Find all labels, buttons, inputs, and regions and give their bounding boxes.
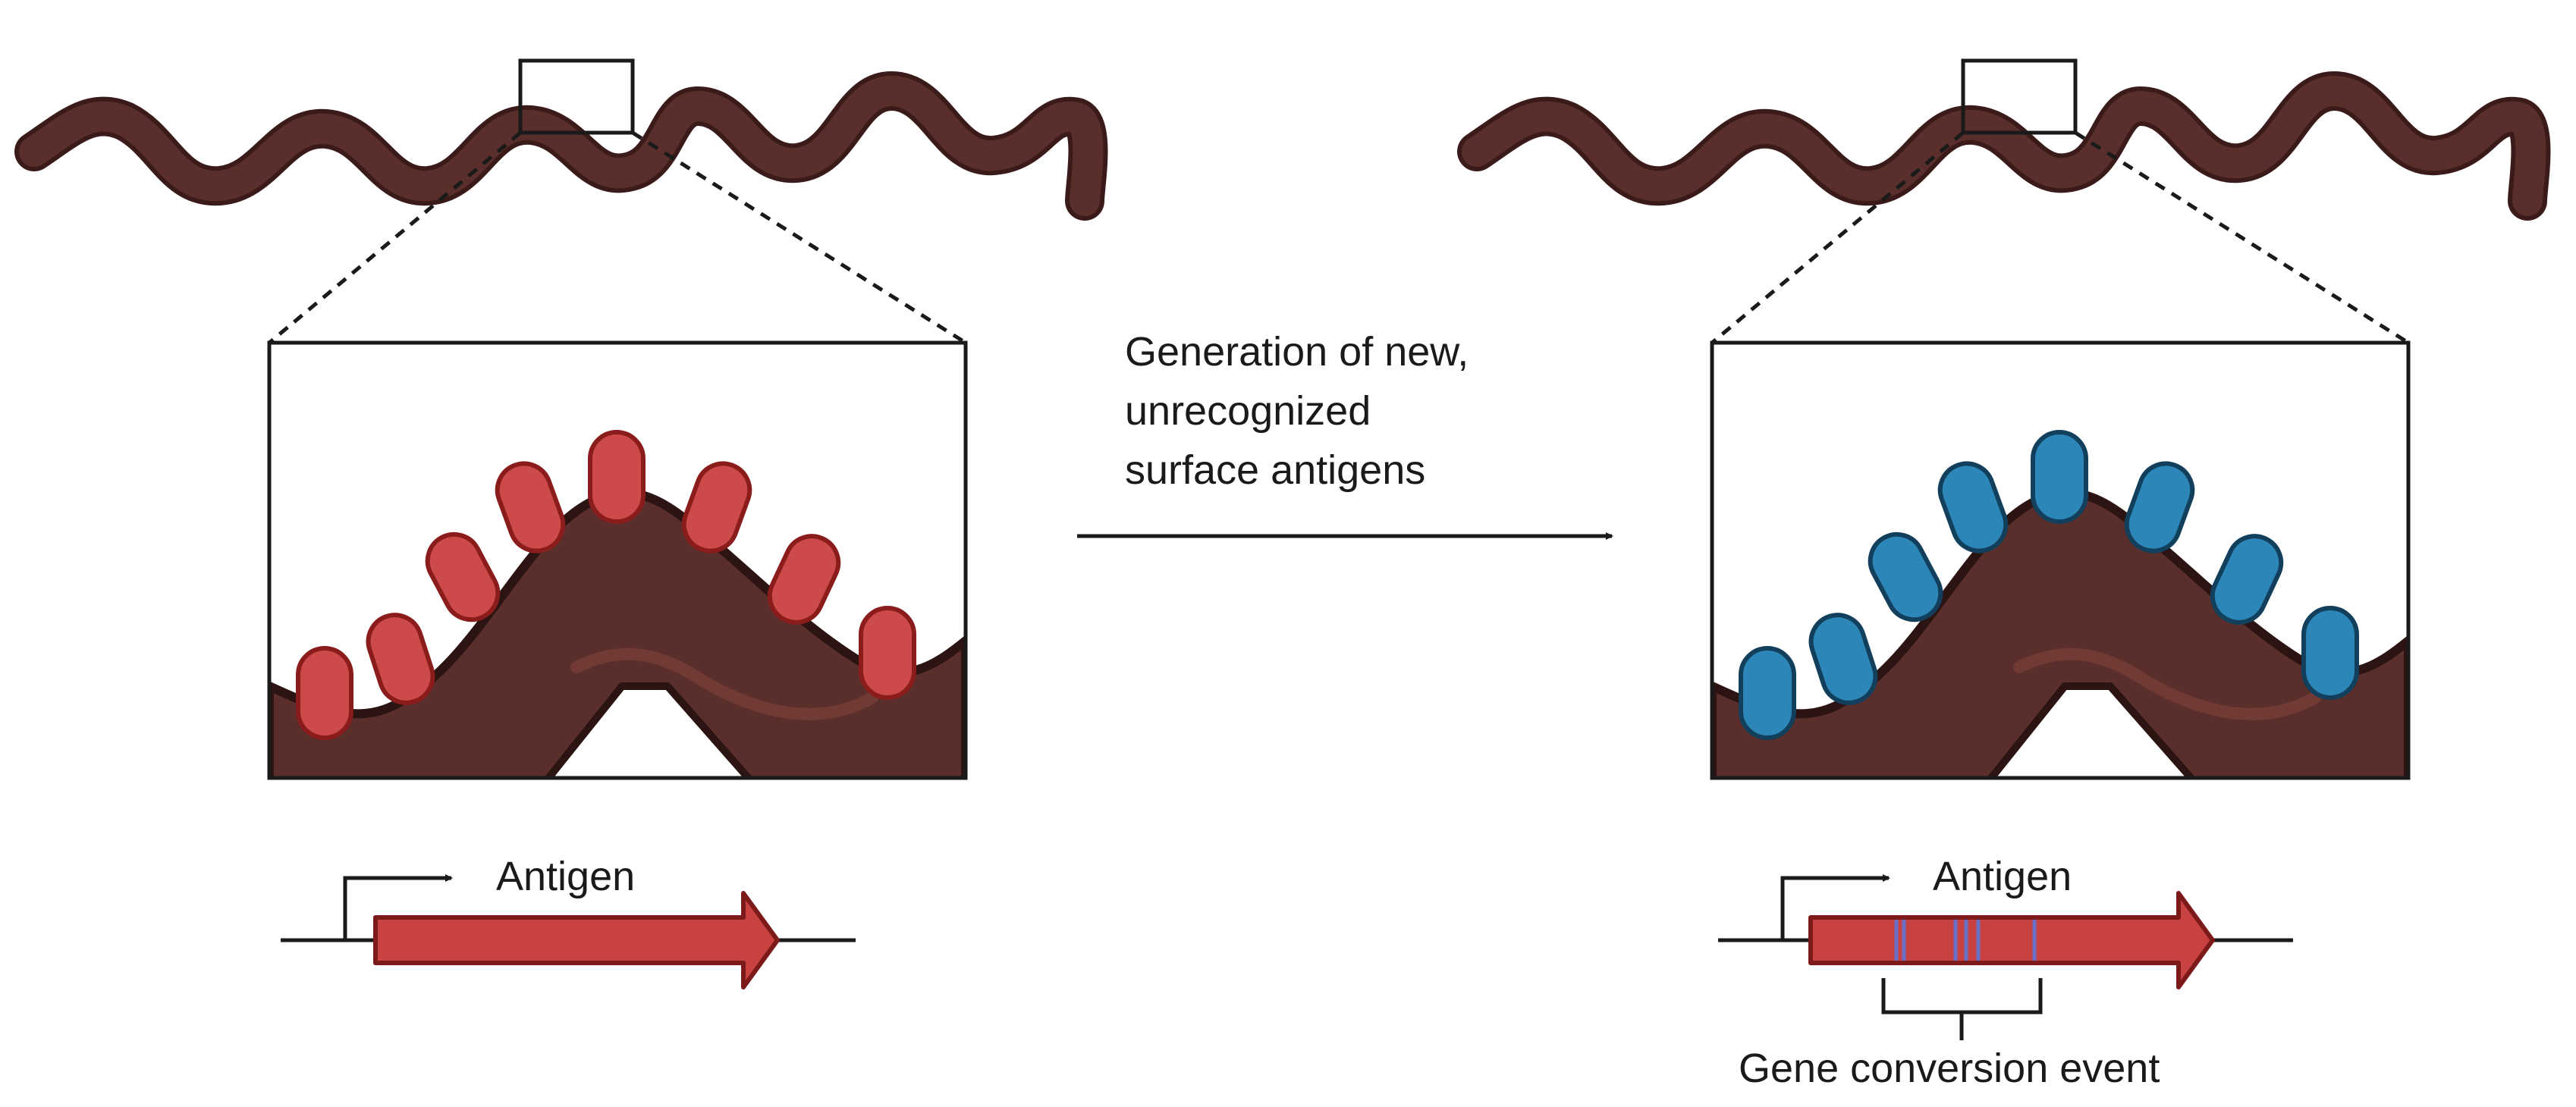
- left-antigens: [296, 430, 916, 740]
- right-antigen: [2031, 430, 2088, 524]
- left-zoom-line-left: [268, 131, 522, 344]
- right-promoter-arrow: [1780, 874, 1890, 940]
- right-zoom-inner-wave: [1986, 682, 2197, 778]
- gene-conversion-label: Gene conversion event: [1739, 1046, 2160, 1091]
- left-zoom-frame: [267, 340, 968, 780]
- transition-caption: Generation of new, unrecognized surface …: [1125, 322, 1469, 500]
- left-antigen: [588, 430, 646, 524]
- left-antigen: [767, 534, 841, 625]
- right-antigen: [1868, 532, 1943, 622]
- right-spirochete-body: [1462, 76, 2546, 216]
- left-zoom-inner-wave: [543, 682, 754, 778]
- right-antigen: [2301, 606, 2359, 700]
- right-antigens: [1739, 430, 2359, 740]
- left-zoom-box: [267, 340, 968, 780]
- right-antigen: [1808, 613, 1878, 705]
- left-antigen: [495, 461, 566, 554]
- right-zoom-line-left: [1711, 131, 1965, 344]
- caption-line-3: surface antigens: [1125, 447, 1426, 493]
- caption-line-1: Generation of new,: [1125, 329, 1469, 375]
- gene-conversion-marks: [1894, 920, 2037, 961]
- left-promoter-arrow: [343, 874, 453, 940]
- left-antigen: [366, 613, 435, 705]
- left-gene-arrow: [373, 891, 780, 989]
- right-antigen: [1937, 461, 2009, 554]
- right-antigen: [2124, 461, 2195, 554]
- left-antigen: [425, 532, 501, 622]
- left-zoom-line-right: [631, 130, 967, 345]
- right-gene-label: Antigen: [1933, 854, 2072, 899]
- right-panel: [1457, 58, 2551, 1040]
- left-spirochete: [14, 71, 1108, 221]
- left-selection-box: [518, 58, 635, 135]
- right-zoom-box: [1710, 340, 2411, 780]
- right-antigen: [2210, 534, 2284, 625]
- left-antigen: [681, 461, 752, 554]
- caption-line-2: unrecognized: [1125, 388, 1371, 434]
- left-antigen: [296, 646, 353, 740]
- left-gene-label: Antigen: [496, 854, 636, 899]
- right-gene-arrow: [1808, 891, 2215, 989]
- left-zoom-membrane-highlight: [570, 648, 878, 720]
- gene-conversion-bracket: [1881, 978, 2043, 1040]
- left-gene-diagram: [281, 874, 856, 989]
- right-zoom-membrane-highlight: [2013, 648, 2321, 720]
- right-spirochete: [1457, 71, 2551, 221]
- right-zoom-line-right: [2074, 130, 2410, 345]
- right-gene-diagram: [1718, 874, 2293, 1040]
- left-antigen: [859, 606, 916, 700]
- right-selection-box: [1961, 58, 2078, 135]
- left-spirochete-body: [19, 76, 1104, 216]
- right-zoom-frame: [1710, 340, 2411, 780]
- right-antigen: [1739, 646, 1796, 740]
- left-panel: [14, 58, 1108, 989]
